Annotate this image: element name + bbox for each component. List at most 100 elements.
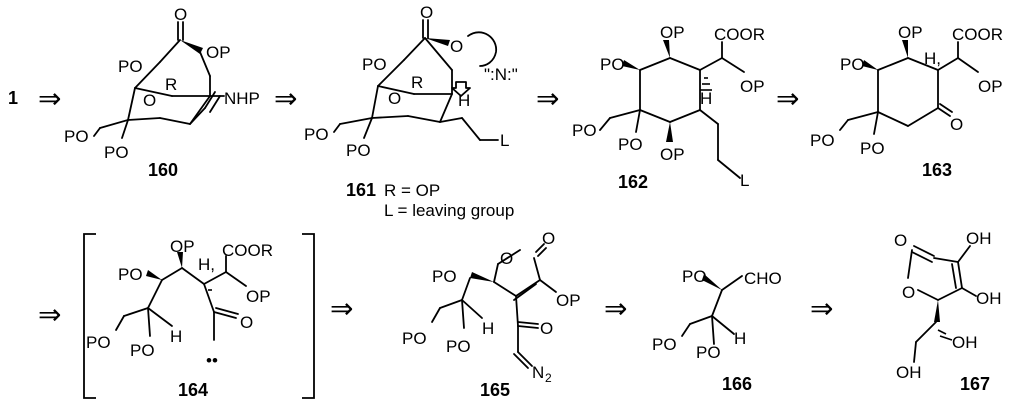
bond — [461, 299, 483, 319]
atom-label: COOR — [222, 241, 273, 260]
bond — [203, 283, 215, 313]
compound-number: 167 — [960, 374, 990, 394]
bond — [957, 261, 963, 289]
bond — [407, 115, 441, 123]
bond — [371, 85, 379, 119]
atom-label: H, — [924, 49, 941, 68]
bond — [711, 315, 735, 335]
compound-number: 162 — [618, 172, 648, 192]
bond — [847, 111, 879, 121]
compound-number: 165 — [480, 380, 510, 400]
bond — [721, 275, 743, 291]
atom-label: OP — [978, 77, 1003, 96]
curved-arrow — [467, 31, 497, 67]
bond — [493, 281, 517, 297]
bond — [939, 103, 953, 113]
retro-arrow-4: ⇒ — [776, 83, 799, 114]
bond — [699, 57, 723, 71]
retro-arrow-7: ⇒ — [604, 293, 627, 324]
retro-arrow-5: ⇒ — [38, 299, 61, 330]
atom-label: PO — [840, 55, 865, 74]
atom-label: H — [482, 319, 494, 338]
bond — [377, 85, 415, 95]
atom-label: OP — [660, 145, 685, 164]
atom-label: PO — [402, 329, 427, 348]
atom-label: O — [420, 3, 433, 22]
compound-number: 164 — [178, 380, 208, 400]
atom-label: PO — [304, 125, 329, 144]
bond — [639, 57, 671, 71]
bond — [515, 295, 519, 327]
wedge-bond — [862, 60, 878, 70]
bond — [711, 315, 715, 345]
atom-label: O — [450, 37, 463, 56]
bond — [877, 57, 909, 71]
atom-label: PO — [86, 333, 111, 352]
wedge-bond — [177, 252, 183, 268]
bond — [215, 307, 239, 315]
atom-label: COOR — [952, 25, 1003, 44]
bond — [639, 109, 671, 123]
atom-label: CHO — [744, 269, 782, 288]
compound-164: OP COOR H, PO OP O PO PO H •• 164 — [86, 237, 273, 400]
atom-label: PO — [860, 139, 885, 158]
definition-R: R = OP — [384, 181, 440, 200]
bond — [181, 267, 205, 285]
bond — [461, 299, 465, 329]
bond — [159, 39, 181, 63]
bond — [517, 321, 539, 325]
compound-167: O OH O OH OH OH 167 — [894, 229, 1002, 394]
bond — [115, 315, 125, 331]
retro-arrow-1: ⇒ — [38, 83, 61, 114]
retro-arrow-2: ⇒ — [274, 83, 297, 114]
atom-label: OP — [246, 287, 271, 306]
definition-L: L = leaving group — [384, 201, 514, 220]
bond — [539, 279, 557, 293]
bond — [917, 289, 939, 301]
hash-bond — [939, 335, 953, 341]
atom-label: PO — [362, 55, 387, 74]
bond — [199, 51, 211, 77]
compound-number: 163 — [922, 160, 952, 180]
atom-label: R — [411, 73, 423, 92]
atom-label: O — [240, 313, 253, 332]
bond — [533, 257, 541, 281]
atom-label: OP — [170, 237, 195, 256]
atom-label: PO — [696, 343, 721, 362]
bond — [461, 117, 481, 141]
compound-165: O O PO OP O PO PO H N 2 165 — [402, 229, 581, 400]
atom-label: O — [902, 283, 915, 302]
atom-label: O — [143, 91, 156, 110]
bond — [839, 119, 849, 131]
bond — [635, 109, 641, 133]
atom-label: OH — [976, 289, 1002, 308]
bond — [225, 271, 247, 287]
atom-label: PO — [118, 57, 143, 76]
bond — [951, 263, 957, 289]
atom-label: H, — [198, 255, 215, 274]
atom-label: COOR — [714, 25, 765, 44]
compound-160: O OP PO R O NHP PO PO 160 — [64, 5, 260, 180]
bond — [717, 159, 741, 179]
atom-label: O — [174, 5, 187, 24]
wedge-bond — [934, 300, 940, 322]
bond — [669, 109, 701, 123]
atom-label: PO — [64, 127, 89, 146]
atom-label: O — [388, 89, 401, 108]
bond — [147, 307, 151, 337]
bond — [333, 123, 341, 133]
bond — [493, 263, 499, 283]
bond — [535, 243, 545, 253]
compound-number: 166 — [722, 374, 752, 394]
bond — [134, 61, 161, 89]
right-bracket — [302, 233, 315, 399]
bond — [99, 119, 129, 129]
bond — [689, 315, 713, 325]
atom-label: O — [500, 249, 513, 268]
compound-number: 160 — [148, 160, 178, 180]
bond — [961, 287, 977, 297]
bond — [93, 127, 101, 137]
atom-label: H — [170, 327, 182, 346]
bond — [913, 341, 917, 363]
